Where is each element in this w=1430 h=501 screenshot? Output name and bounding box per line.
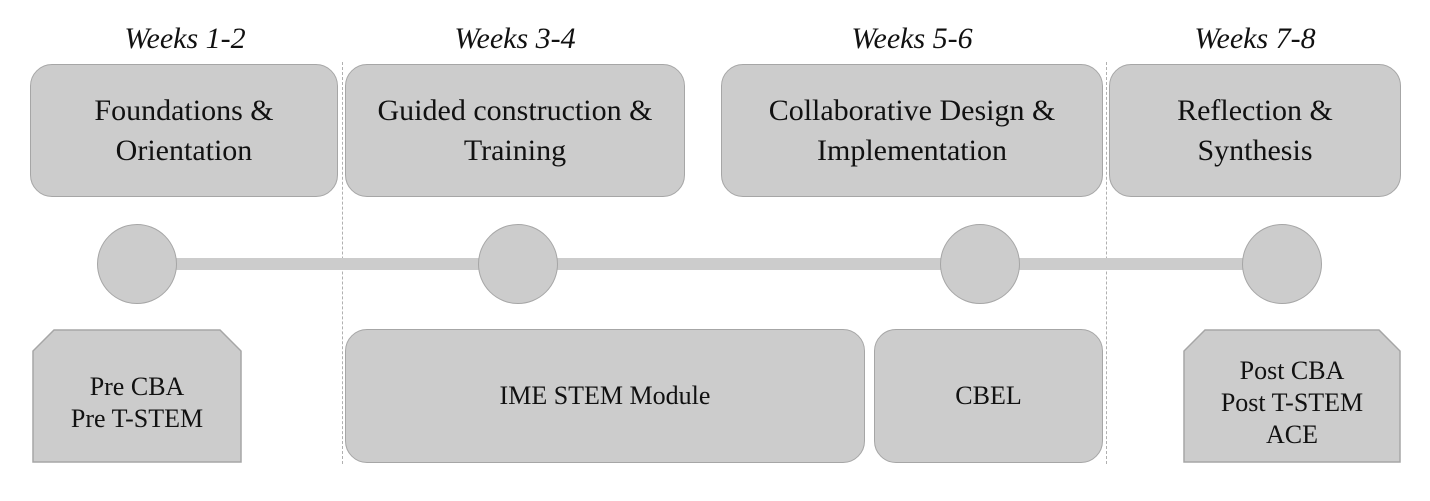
post-assessment-shape [1183,329,1401,463]
timeline-node-1 [97,224,177,304]
phase-2-line-1: Guided construction & [377,93,653,127]
post-assessment-line-1: Post CBA [1239,356,1345,385]
pre-assessment-line-2: Pre T-STEM [70,404,204,433]
timeline-node-2 [478,224,558,304]
phase-box-3: Collaborative Design & Implementation [721,64,1103,197]
week-label-4: Weeks 7-8 [1194,22,1316,55]
module-cbel: CBEL [874,329,1103,463]
module-cbel-label: CBEL [955,381,1022,410]
timeline-node-3 [940,224,1020,304]
pre-assessment-shape [32,329,242,463]
week-label-3: Weeks 5-6 [851,22,973,55]
phase-4-line-2: Synthesis [1197,133,1313,167]
timeline-node-4 [1242,224,1322,304]
pre-assessment-line-1: Pre CBA [89,372,185,401]
post-assessment-box: Post CBA Post T-STEM ACE [1183,329,1401,463]
phase-box-1: Foundations & Orientation [30,64,338,197]
module-ime-stem-label: IME STEM Module [499,381,711,410]
post-assessment-line-2: Post T-STEM [1220,388,1364,417]
phase-box-2: Guided construction & Training [345,64,685,197]
phase-1-line-2: Orientation [115,133,253,167]
phase-box-4: Reflection & Synthesis [1109,64,1401,197]
phase-3-line-2: Implementation [817,133,1007,167]
post-assessment-line-3: ACE [1266,420,1318,449]
week-label-1: Weeks 1-2 [124,22,246,55]
timeline-bar [137,258,1283,270]
phase-4-line-1: Reflection & [1177,93,1333,127]
week-label-2: Weeks 3-4 [454,22,576,55]
phase-1-line-1: Foundations & [94,93,274,127]
pre-assessment-box: Pre CBA Pre T-STEM [32,329,242,463]
module-ime-stem: IME STEM Module [345,329,865,463]
phase-3-line-1: Collaborative Design & [768,93,1056,127]
phase-2-line-2: Training [463,133,567,167]
